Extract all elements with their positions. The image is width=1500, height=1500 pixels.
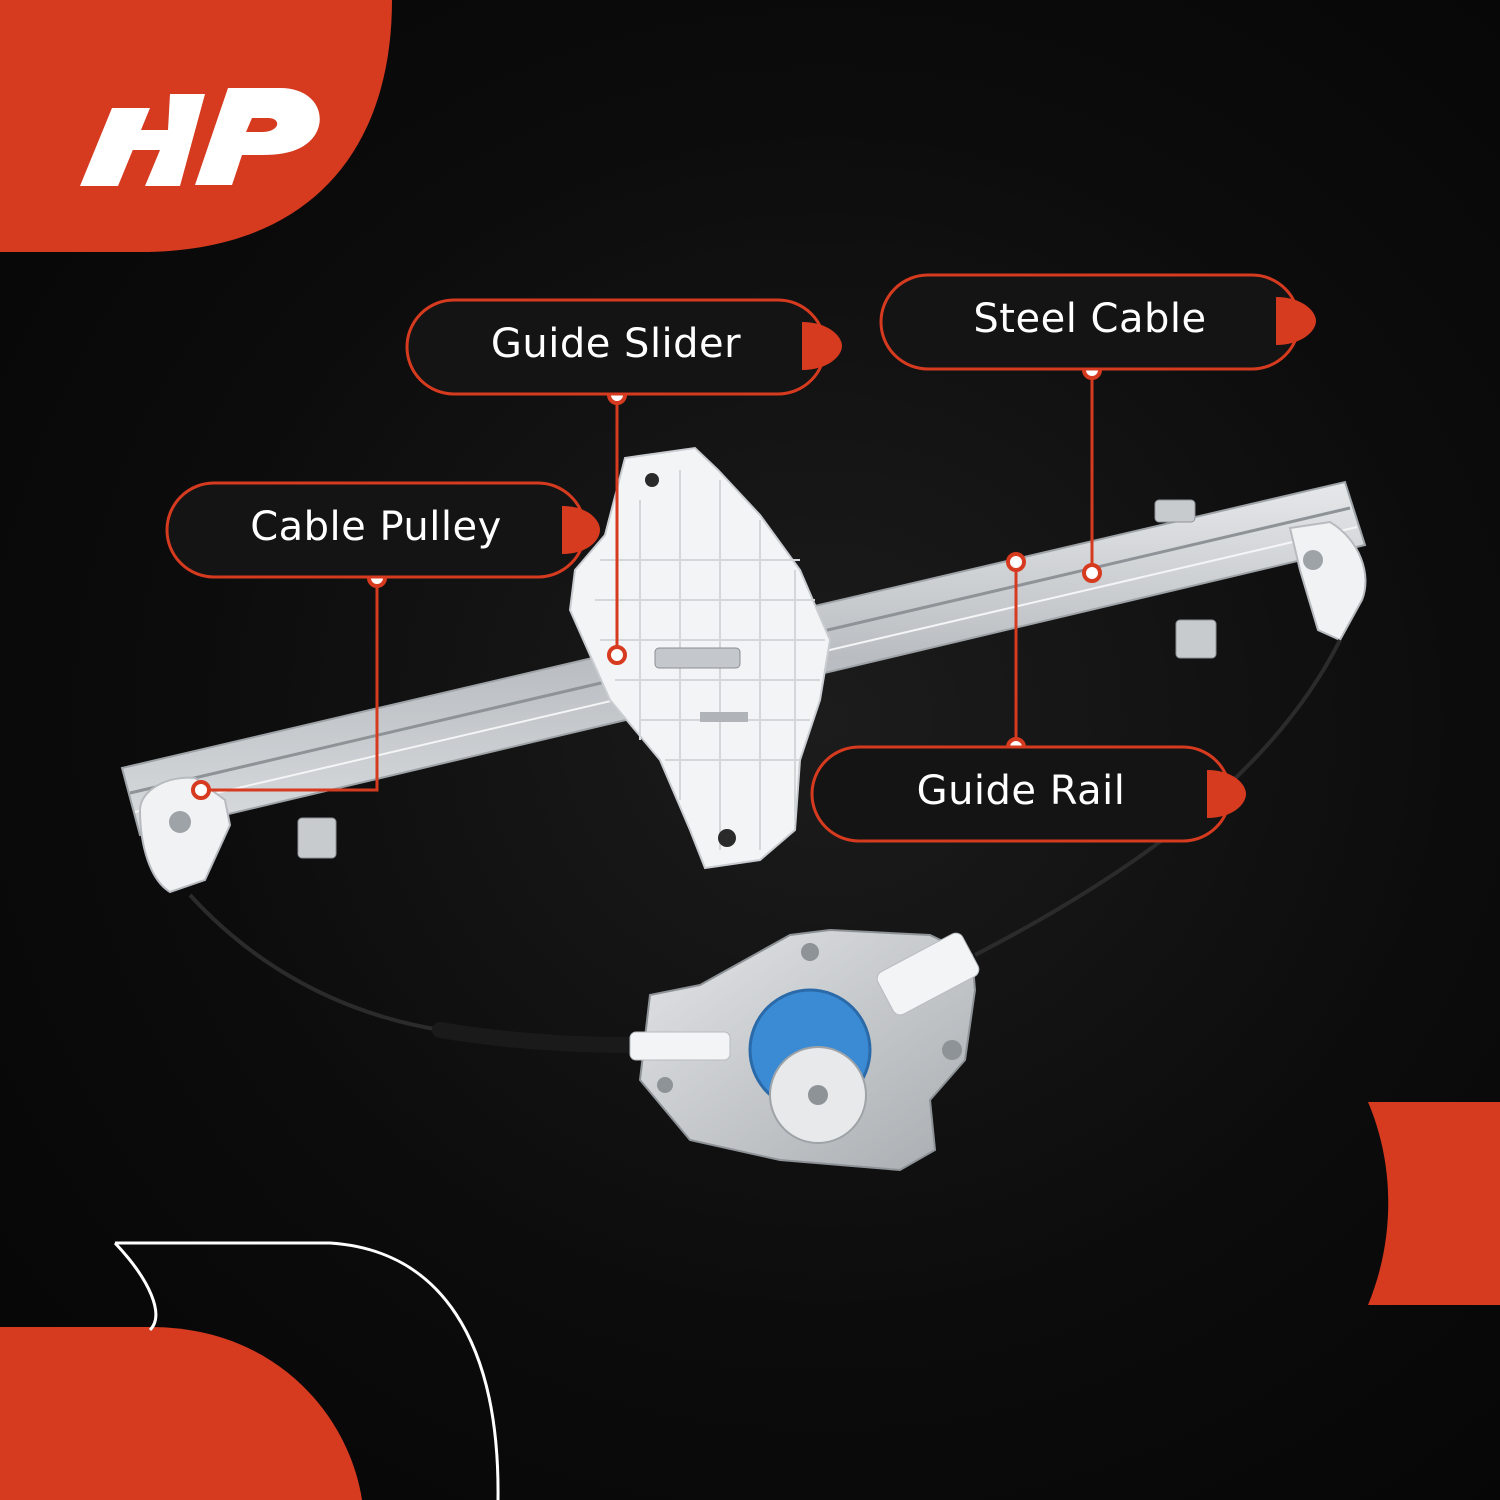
callout-label-cable-pulley: Cable Pulley bbox=[250, 504, 502, 550]
callout-pill-steel-cable bbox=[879, 273, 1316, 371]
callout-label-guide-rail: Guide Rail bbox=[916, 768, 1126, 814]
corner-shape-bottom-left bbox=[0, 1327, 362, 1500]
corner-shape-right bbox=[1368, 1102, 1500, 1305]
callout-pill-guide-slider bbox=[405, 298, 842, 396]
callout-pill-cable-pulley bbox=[165, 481, 600, 579]
callout-pill-guide-rail bbox=[810, 745, 1246, 843]
corner-outline-bottom-left bbox=[115, 1241, 500, 1500]
callout-label-steel-cable: Steel Cable bbox=[973, 296, 1207, 342]
callout-label-guide-slider: Guide Slider bbox=[490, 321, 742, 367]
window-regulator-image bbox=[120, 446, 1367, 1172]
callout-leader-lines bbox=[201, 370, 1094, 792]
app-logo-icon bbox=[80, 88, 320, 186]
corner-outline-bottom-left-tail bbox=[113, 1241, 158, 1332]
